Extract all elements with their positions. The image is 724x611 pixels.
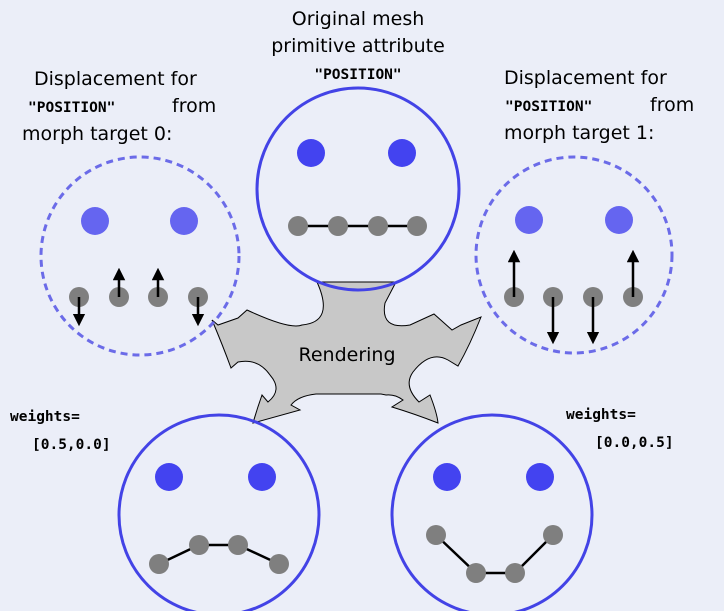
original-caption-line2: primitive attribute: [271, 35, 445, 57]
right-eye: [170, 207, 198, 235]
vertex: [228, 535, 248, 555]
left-eye: [515, 206, 543, 234]
vertex: [368, 216, 388, 236]
result-face-1: [390, 413, 594, 611]
vertex: [288, 216, 308, 236]
morph-target-1-face: [474, 155, 674, 355]
target1-caption-attribute: "POSITION": [505, 99, 593, 115]
weights-label-0: weights=: [10, 409, 80, 425]
vertex: [149, 554, 169, 574]
vertex: [466, 563, 486, 583]
vertex: [269, 554, 289, 574]
result-face-0: [117, 413, 321, 611]
vertex: [189, 535, 209, 555]
right-eye: [248, 463, 276, 491]
rendering-label: Rendering: [298, 344, 396, 366]
left-eye: [433, 463, 461, 491]
weights-label-1: weights=: [566, 407, 636, 423]
target1-caption-line1: Displacement for: [504, 67, 667, 89]
original-mesh-face: [255, 86, 461, 292]
vertex: [328, 216, 348, 236]
right-eye: [388, 139, 416, 167]
weights-value-0: [0.5,0.0]: [32, 437, 111, 453]
target0-caption-line3: morph target 0:: [22, 123, 173, 145]
left-eye: [81, 207, 109, 235]
left-eye: [155, 463, 183, 491]
target0-caption-line1: Displacement for: [34, 68, 197, 90]
right-eye: [526, 463, 554, 491]
weights-value-1: [0.0,0.5]: [595, 435, 674, 451]
vertex: [543, 525, 563, 545]
target1-caption-line3: morph target 1:: [504, 122, 655, 144]
left-eye: [297, 139, 325, 167]
right-eye: [605, 206, 633, 234]
target0-caption-from: from: [172, 95, 217, 117]
vertex: [426, 525, 446, 545]
target0-caption-attribute: "POSITION": [28, 100, 116, 116]
original-caption-attribute: "POSITION": [314, 67, 402, 83]
vertex: [505, 563, 525, 583]
target1-caption-from: from: [650, 94, 695, 116]
original-caption-line1: Original mesh: [291, 8, 425, 30]
rendering-arrow: [211, 281, 482, 424]
morph-target-0-face: [39, 155, 241, 357]
vertex: [407, 216, 427, 236]
